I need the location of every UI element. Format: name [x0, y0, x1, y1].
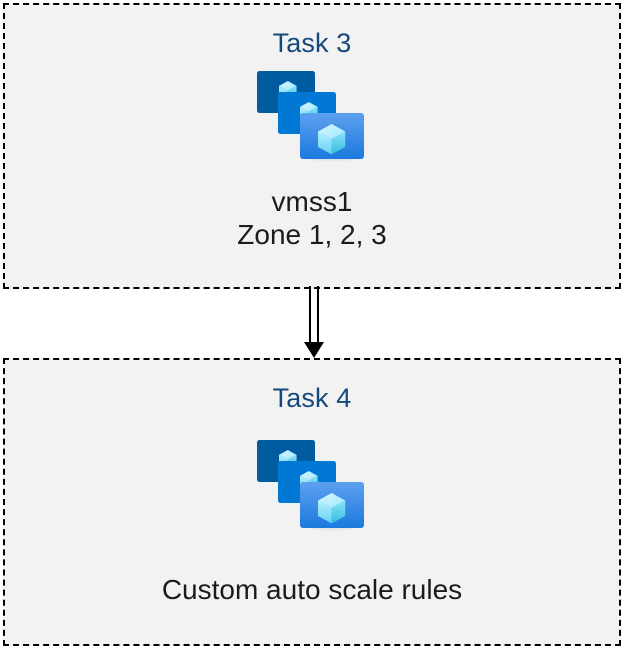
task-3-caption: vmss1 Zone 1, 2, 3 [237, 185, 386, 251]
task-4-title: Task 4 [272, 383, 352, 413]
task-4-box[interactable]: Task 4 [3, 358, 621, 646]
connector-arrow-task3-to-task4 [296, 286, 332, 360]
azure-virtual-machine-scale-set-icon [253, 67, 371, 176]
task-3-caption-line-1: vmss1 [271, 185, 353, 217]
task-3-caption-line-2: Zone 1, 2, 3 [237, 218, 387, 250]
task-4-caption-line-1: Custom auto scale rules [161, 573, 463, 605]
task-3-title: Task 3 [272, 28, 352, 58]
azure-virtual-machine-scale-set-icon [253, 436, 371, 545]
task-3-box[interactable]: Task 3 [3, 3, 621, 289]
task-4-caption: Custom auto scale rules [162, 573, 462, 606]
